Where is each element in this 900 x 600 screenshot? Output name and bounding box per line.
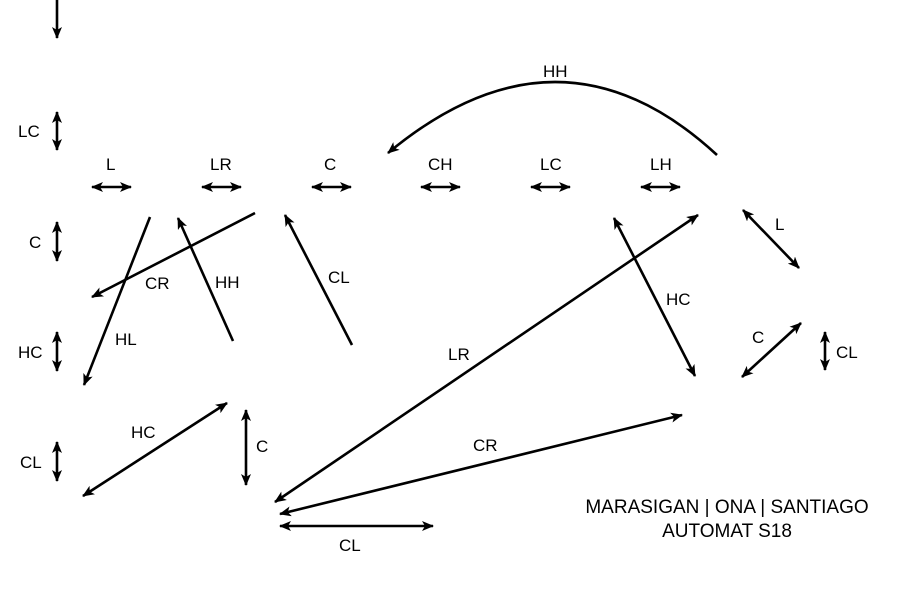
cr-b-arrow	[279, 412, 683, 517]
legend-cl-label: CL	[20, 453, 42, 472]
top-lh-label: LH	[650, 155, 672, 174]
top-lc-label: LC	[540, 155, 562, 174]
top-lr-label: LR	[210, 155, 232, 174]
legend-c-label: C	[29, 233, 41, 252]
c-r-arrow	[741, 322, 802, 378]
cl-a-label: CL	[328, 268, 350, 287]
top-l-label: L	[106, 155, 115, 174]
legend-hc-label: HC	[18, 343, 43, 362]
hh-arc-label: HH	[543, 62, 568, 81]
hh-b-label: HH	[215, 273, 240, 292]
hc-b-label: HC	[131, 423, 156, 442]
transitions: HH CR HL HH CL LR HC L C CL HC C CR CL	[82, 62, 858, 555]
credits-names: MARASIGAN | ONA | SANTIAGO	[585, 497, 868, 518]
hc-a-label: HC	[666, 290, 691, 309]
hl-arrow	[82, 216, 152, 386]
c-v-label: C	[256, 437, 268, 456]
cr-a-arrow	[91, 211, 256, 299]
cl-r-label: CL	[836, 343, 858, 362]
l-r-arrow	[742, 209, 800, 269]
c-r-label: C	[752, 328, 764, 347]
top-c-label: C	[324, 155, 336, 174]
top-row: L LR C CH LC LH	[91, 155, 681, 192]
credits-subtitle: AUTOMAT S18	[662, 521, 792, 542]
hh-arc-arrow	[387, 80, 718, 156]
legend-lc-label: LC	[18, 122, 40, 141]
hh-b-arrow	[176, 217, 235, 342]
cl-b-label: CL	[339, 536, 361, 555]
hc-a-arrow	[612, 217, 697, 377]
legend: LC C HC CL	[18, 111, 62, 482]
lr-label: LR	[448, 345, 470, 364]
cr-b-label: CR	[473, 436, 498, 455]
l-r-label: L	[775, 215, 784, 234]
hl-label: HL	[115, 330, 137, 349]
cr-a-label: CR	[145, 274, 170, 293]
top-ch-label: CH	[428, 155, 453, 174]
hc-b-arrow	[82, 401, 228, 498]
